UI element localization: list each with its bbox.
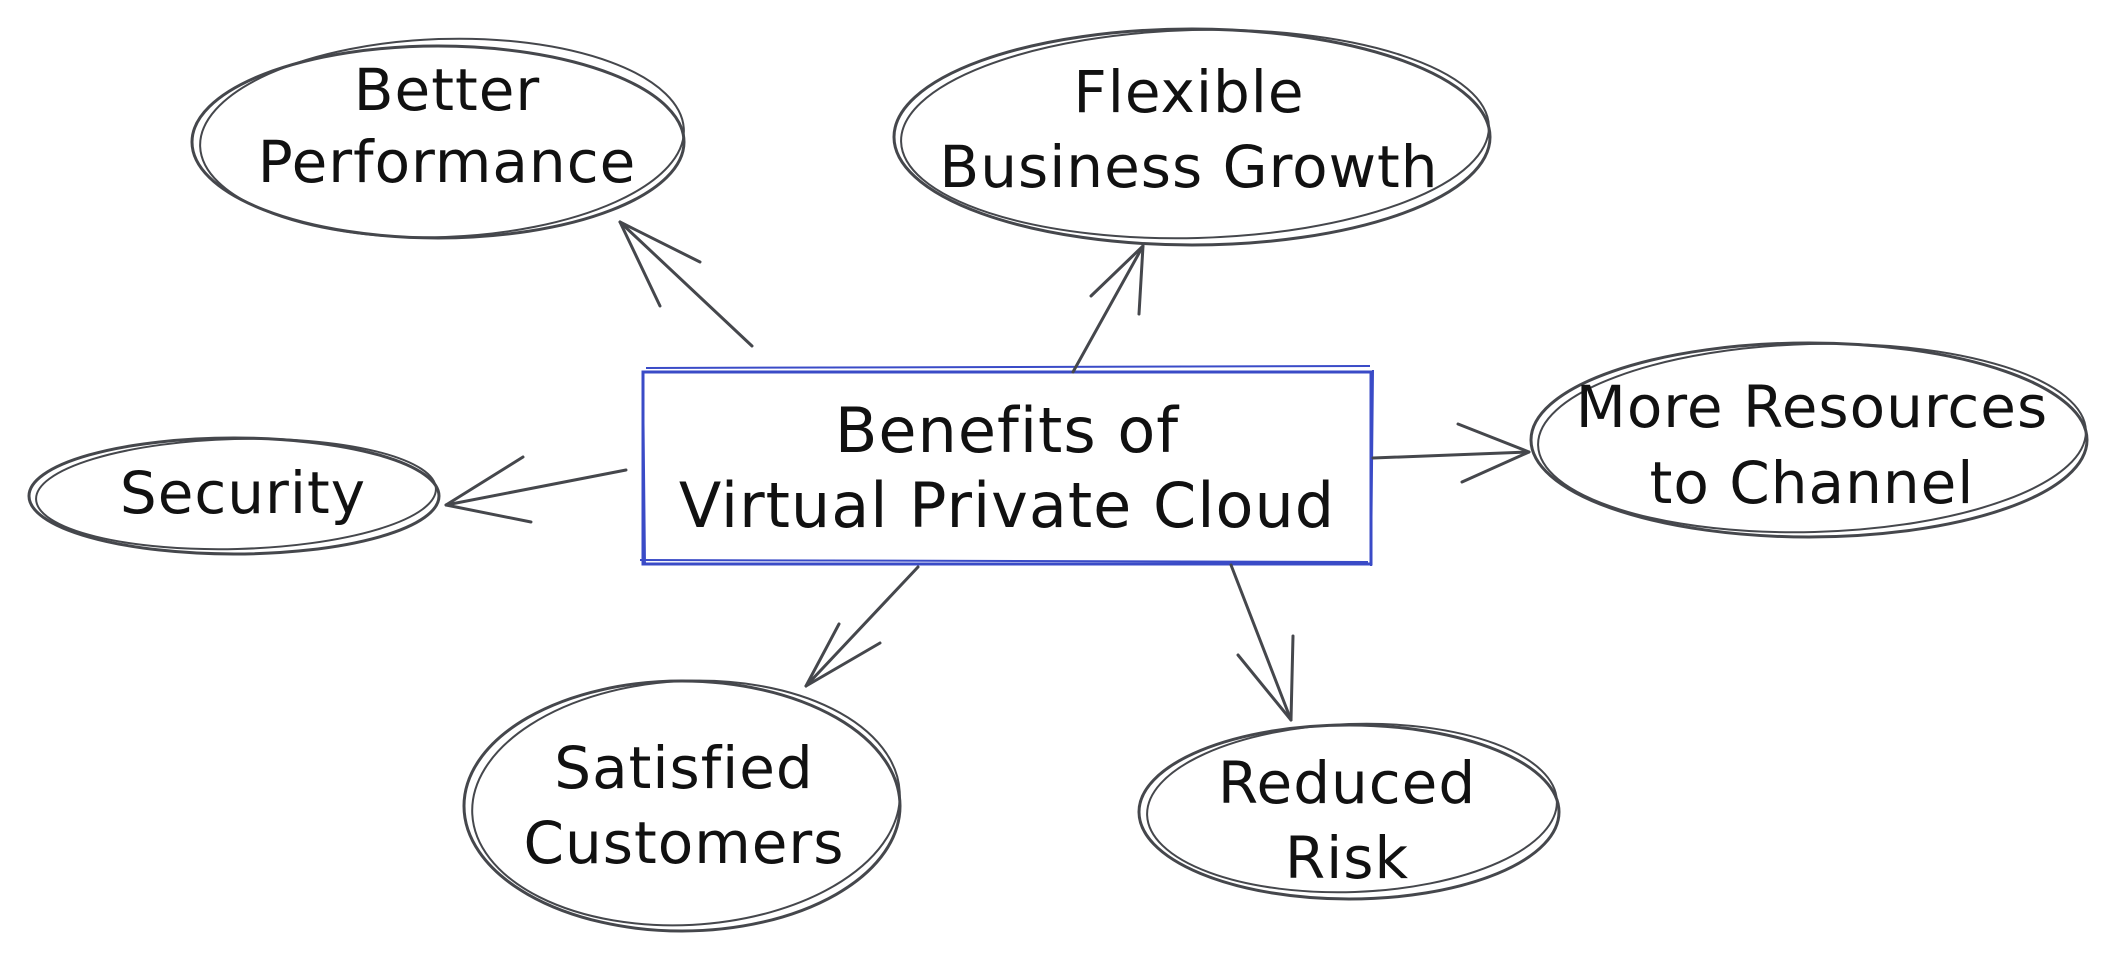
satisfied-customers-line1: Satisfied (554, 734, 813, 802)
flexible-growth-line1: Flexible (1073, 58, 1304, 126)
center-title-line1: Benefits of (835, 394, 1180, 467)
node-flexible-business-growth: Flexible Business Growth (892, 27, 1492, 247)
node-more-resources: More Resources to Channel (1529, 341, 2089, 539)
more-resources-line1: More Resources (1576, 373, 2048, 441)
node-reduced-risk: Reduced Risk (1137, 722, 1561, 901)
arrow-to-security (444, 455, 628, 524)
node-better-performance: Better Performance (190, 37, 686, 240)
node-satisfied-customers: Satisfied Customers (462, 679, 902, 933)
arrow-to-reduced-risk (1229, 563, 1295, 722)
reduced-risk-line2: Risk (1285, 824, 1409, 892)
node-security: Security (27, 436, 441, 556)
better-performance-line1: Better (354, 56, 541, 124)
more-resources-line2: to Channel (1650, 449, 1975, 517)
security-label: Security (120, 459, 366, 527)
arrow-to-more-resources (1371, 422, 1531, 484)
flexible-growth-line2: Business Growth (939, 133, 1438, 201)
arrow-to-better-performance (618, 220, 754, 348)
arrow-to-satisfied-customers (804, 565, 920, 688)
reduced-risk-line1: Reduced (1218, 749, 1476, 817)
better-performance-line2: Performance (258, 128, 637, 196)
arrow-to-flexible-growth (1071, 244, 1145, 374)
center-title-line2: Virtual Private Cloud (679, 469, 1335, 542)
center-node: Benefits of Virtual Private Cloud (639, 365, 1374, 567)
satisfied-customers-line2: Customers (524, 809, 845, 877)
